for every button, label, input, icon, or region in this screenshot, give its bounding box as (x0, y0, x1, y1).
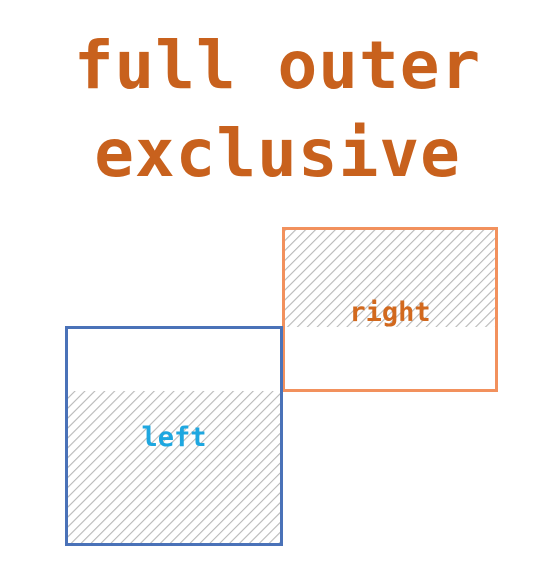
title-line-1: full outer (73, 27, 482, 104)
right-set-box (282, 227, 498, 392)
left-set-exclusive-region (67, 391, 281, 544)
title-line-2: exclusive (94, 115, 461, 192)
right-set-label: right (349, 297, 430, 328)
diagram-title: full outer exclusive (0, 22, 555, 198)
left-set-box (65, 326, 283, 546)
left-set-label: left (141, 422, 206, 453)
right-set-exclusive-region (284, 229, 496, 327)
